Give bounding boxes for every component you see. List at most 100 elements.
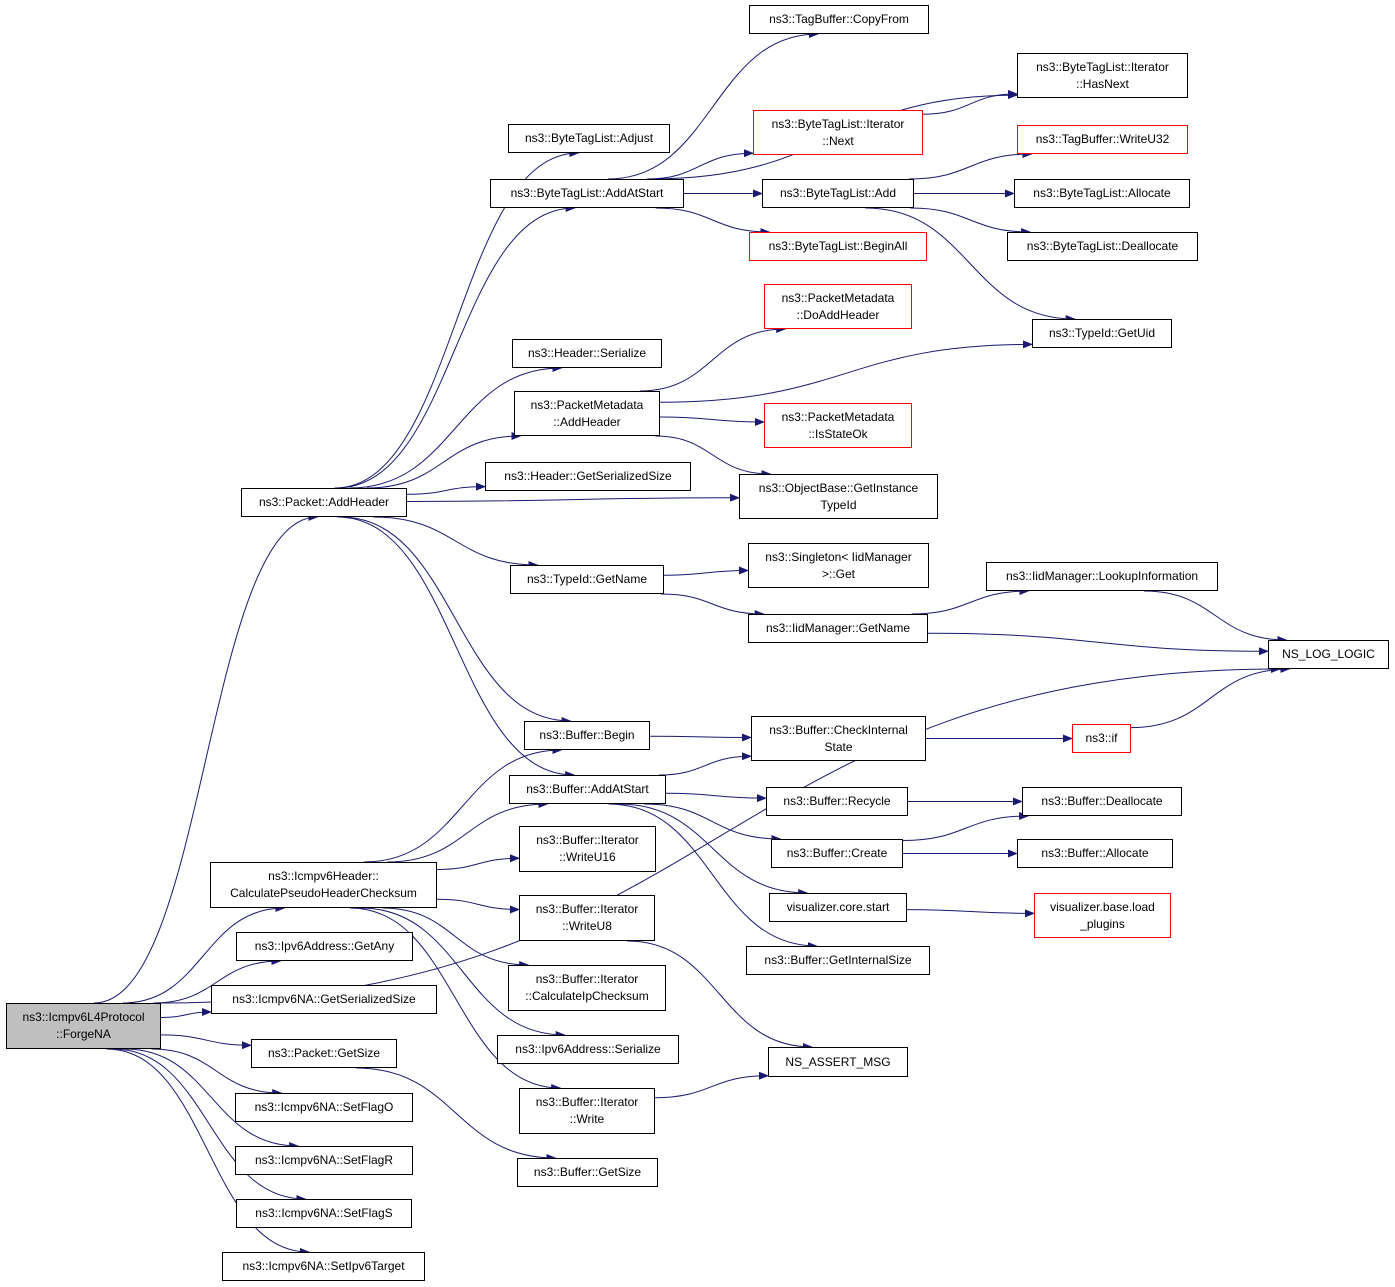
edge-calcPseudo-to-iterWrite [350,907,562,1092]
node-bytetaglist-allocate[interactable]: ns3::ByteTagList::Allocate [1014,179,1190,208]
edge-addHeaderPkt-to-hdrGetSerSize [406,482,486,495]
node-label: ns3::Packet::GetSize [267,1046,381,1060]
edge-bufAddAtStart-to-bufGetInternalSize [608,803,818,950]
node-header-serialize[interactable]: ns3::Header::Serialize [512,339,662,368]
node-label: ns3::Header::Serialize [527,346,647,360]
node-packet-getsize[interactable]: ns3::Packet::GetSize [251,1039,397,1068]
node-bytetaglist-adjust[interactable]: ns3::ByteTagList::Adjust [508,124,670,153]
node-label: ns3::Icmpv6NA::SetFlagO [254,1100,394,1114]
node-label: ns3::Buffer::GetSize [533,1165,642,1179]
node-buffer-iterator-writeu16[interactable]: ns3::Buffer::Iterator ::WriteU16 [519,826,656,872]
node-label: ns3::Buffer::Iterator ::WriteU16 [536,833,639,864]
node-icmpv6na-setflagr[interactable]: ns3::Icmpv6NA::SetFlagR [235,1146,413,1175]
node-typeid-getuid[interactable]: ns3::TypeId::GetUid [1032,319,1172,348]
node-label: ns3::Buffer::GetInternalSize [764,953,912,967]
node-tagbuffer-writeu32[interactable]: ns3::TagBuffer::WriteU32 [1017,125,1188,154]
node-singleton-iidmanager-get[interactable]: ns3::Singleton< IidManager >::Get [748,543,929,588]
node-visualizer-core-start[interactable]: visualizer.core.start [769,893,907,922]
node-tagbuffer-copyfrom[interactable]: ns3::TagBuffer::CopyFrom [749,5,929,34]
edge-forgeNA-to-setFlagR [124,1048,300,1150]
edge-btlAdd-to-btlDeallocate [910,207,1032,236]
node-label: ns3::ByteTagList::BeginAll [768,239,908,253]
node-ns-log-logic[interactable]: NS_LOG_LOGIC [1268,640,1389,669]
node-bytetaglist-beginall[interactable]: ns3::ByteTagList::BeginAll [749,232,927,261]
node-label: ns3::Icmpv6L4Protocol ::ForgeNA [22,1010,145,1041]
node-buffer-addatstart[interactable]: ns3::Buffer::AddAtStart [509,775,666,804]
edge-addHeaderPkt-to-bufBegin [340,516,572,725]
node-bytetaglist-deallocate[interactable]: ns3::ByteTagList::Deallocate [1007,232,1198,261]
node-ns-assert-msg[interactable]: NS_ASSERT_MSG [768,1047,908,1077]
node-icmpv6na-setipv6target[interactable]: ns3::Icmpv6NA::SetIpv6Target [222,1252,425,1281]
node-buffer-getsize[interactable]: ns3::Buffer::GetSize [517,1158,658,1187]
node-label: ns3::Buffer::AddAtStart [526,782,649,796]
node-visualizer-base-load-plugins[interactable]: visualizer.base.load _plugins [1034,893,1171,938]
node-label: ns3::Icmpv6NA::SetFlagR [254,1153,394,1167]
node-label: ns3::Buffer::Recycle [783,794,891,808]
edge-pmAddHeader-to-pmIsStateOk [659,416,765,426]
edge-bufAddAtStart-to-vizCoreStart [618,803,809,897]
node-label: ns3::TagBuffer::CopyFrom [769,12,909,26]
edge-iidGetName-to-nsLogLogic [927,632,1269,656]
node-label: ns3::Icmpv6NA::SetIpv6Target [242,1259,405,1273]
node-icmpv6header-calculatepseudoheaderchecksum[interactable]: ns3::Icmpv6Header:: CalculatePseudoHeade… [210,862,437,908]
node-iidmanager-lookupinformation[interactable]: ns3::IidManager::LookupInformation [986,562,1218,591]
node-label: ns3::ByteTagList::Iterator ::HasNext [1036,59,1169,91]
edge-iterWriteU8-to-nsAssertMsg [627,940,813,1051]
node-buffer-recycle[interactable]: ns3::Buffer::Recycle [766,787,908,816]
edge-addHeaderPkt-to-bufAddAtStart [337,516,576,779]
edge-bufAddAtStart-to-bufCheckInternal [658,752,752,776]
node-icmpv6na-setflags[interactable]: ns3::Icmpv6NA::SetFlagS [236,1199,412,1228]
edge-bufCreate-to-bufDeallocate [902,812,1030,841]
node-label: ns3::Header::GetSerializedSize [504,469,672,483]
node-buffer-deallocate[interactable]: ns3::Buffer::Deallocate [1022,787,1182,816]
node-label: ns3::ByteTagList::Deallocate [1026,239,1179,253]
edge-iidGetName-to-iidLookupInfo [911,587,1030,615]
edge-addHeaderPkt-to-pmAddHeader [366,432,522,489]
node-label: ns3::Ipv6Address::GetAny [254,939,395,953]
node-bytetaglist-add[interactable]: ns3::ByteTagList::Add [762,179,914,208]
node-label: ns3::Buffer::Iterator ::Write [535,1095,639,1126]
node-label: ns3::Buffer::Iterator ::CalculateIpCheck… [525,972,649,1003]
node-icmpv6na-getserializedsize[interactable]: ns3::Icmpv6NA::GetSerializedSize [211,985,437,1014]
node-bytetaglist-iterator-next[interactable]: ns3::ByteTagList::Iterator ::Next [753,110,923,155]
node-iidmanager-getname[interactable]: ns3::IidManager::GetName [748,614,928,643]
node-packetmetadata-doaddheader[interactable]: ns3::PacketMetadata ::DoAddHeader [764,284,912,329]
node-bytetaglist-addatstart[interactable]: ns3::ByteTagList::AddAtStart [490,179,684,208]
node-buffer-iterator-calculateipchecksum[interactable]: ns3::Buffer::Iterator ::CalculateIpCheck… [508,965,666,1011]
edge-forgeNA-to-setIpv6Target [106,1048,310,1256]
node-buffer-iterator-write[interactable]: ns3::Buffer::Iterator ::Write [519,1088,655,1134]
node-objectbase-getinstancetypeid[interactable]: ns3::ObjectBase::GetInstance TypeId [739,474,938,519]
edge-calcPseudo-to-ipv6Serialize [360,907,566,1039]
node-typeid-getname[interactable]: ns3::TypeId::GetName [510,565,664,594]
node-label: ns3::Buffer::Iterator ::WriteU8 [535,902,639,933]
node-packet-addheader[interactable]: ns3::Packet::AddHeader [241,488,407,517]
node-buffer-allocate[interactable]: ns3::Buffer::Allocate [1017,839,1173,868]
node-label: ns3::IidManager::GetName [765,621,911,635]
node-ipv6address-serialize[interactable]: ns3::Ipv6Address::Serialize [497,1035,679,1064]
node-packetmetadata-isstateok[interactable]: ns3::PacketMetadata ::IsStateOk [764,403,912,448]
node-label: ns3::ByteTagList::Adjust [524,131,654,145]
node-buffer-begin[interactable]: ns3::Buffer::Begin [524,721,650,750]
edge-ns3If-to-nsLogLogic [1130,665,1291,729]
node-buffer-checkinternalstate[interactable]: ns3::Buffer::CheckInternal State [751,716,926,761]
node-buffer-iterator-writeu8[interactable]: ns3::Buffer::Iterator ::WriteU8 [519,895,655,941]
node-label: NS_LOG_LOGIC [1282,647,1375,661]
node-icmpv6na-setflago[interactable]: ns3::Icmpv6NA::SetFlagO [235,1093,413,1122]
node-icmpv6l4protocol-forgena: ns3::Icmpv6L4Protocol ::ForgeNA [6,1003,161,1049]
node-packetmetadata-addheader[interactable]: ns3::PacketMetadata ::AddHeader [514,391,660,436]
node-header-getserializedsize[interactable]: ns3::Header::GetSerializedSize [485,462,691,491]
node-bytetaglist-iterator-hasnext[interactable]: ns3::ByteTagList::Iterator ::HasNext [1017,53,1188,98]
node-ns3-if[interactable]: ns3::if [1072,724,1131,753]
node-label: ns3::Icmpv6NA::GetSerializedSize [232,992,416,1006]
edge-calcPseudo-to-iterWriteU8 [436,898,520,914]
node-label: ns3::IidManager::LookupInformation [1005,569,1199,583]
edge-calcPseudo-to-bufBegin [363,746,563,863]
node-label: NS_ASSERT_MSG [785,1054,891,1069]
node-buffer-create[interactable]: ns3::Buffer::Create [771,839,903,868]
node-buffer-getinternalsize[interactable]: ns3::Buffer::GetInternalSize [746,946,930,975]
edge-bufAddAtStart-to-bufRecycle [665,792,767,803]
node-label: visualizer.base.load _plugins [1050,899,1155,931]
edge-pmAddHeader-to-pmDoAddHeader [639,325,787,392]
node-ipv6address-getany[interactable]: ns3::Ipv6Address::GetAny [236,932,413,961]
